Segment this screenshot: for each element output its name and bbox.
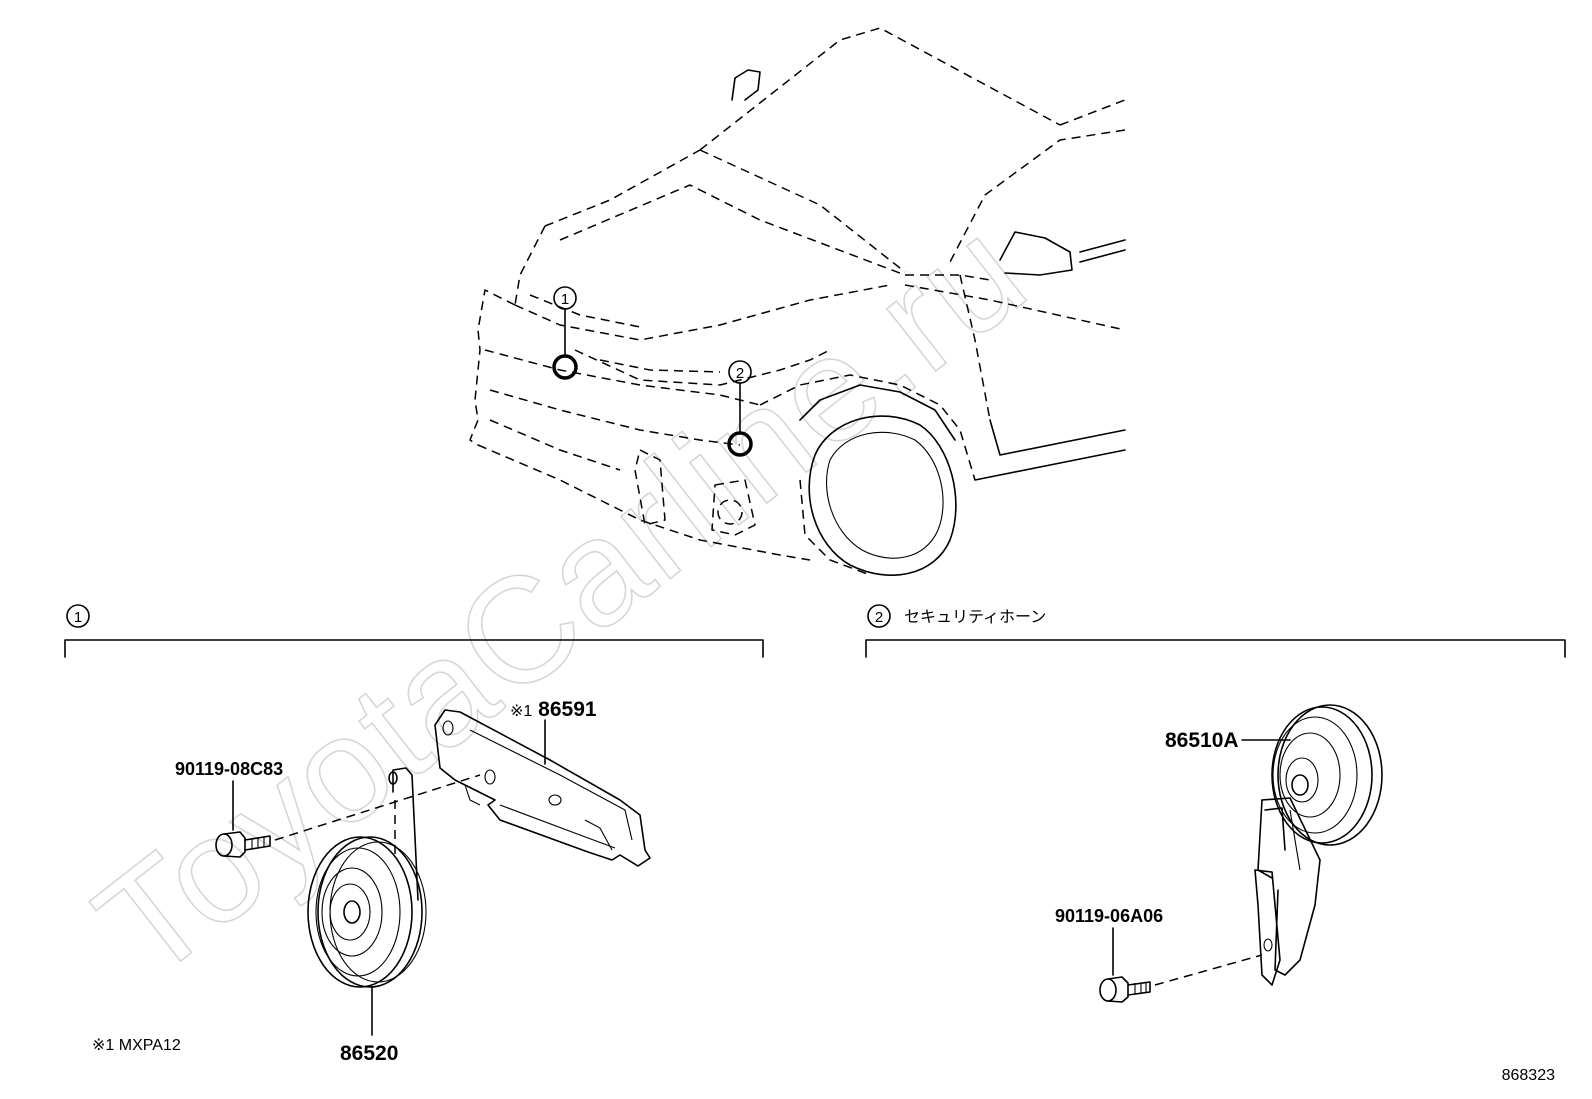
section-1-header: 1 [64, 604, 764, 658]
section-1-number: 1 [74, 609, 82, 626]
car-outline [469, 27, 1126, 576]
watermark-text: ToyotaCarline.ru [66, 186, 1055, 1011]
callout-2-number: 2 [736, 365, 744, 382]
bolt-right-label: 90119-06A06 [1055, 906, 1163, 926]
bolt-left-dashline [274, 774, 481, 841]
section-2-number: 2 [875, 609, 883, 626]
section-2-title: セキュリティホーン [904, 609, 1046, 626]
bracket-86591-drawing [434, 709, 651, 867]
callout-1-number: 1 [561, 291, 569, 308]
horn-86520-label: 86520 [340, 1042, 398, 1065]
callout-1-marker: 1 [552, 286, 578, 380]
horn-86510A-drawing [1254, 704, 1383, 986]
footnote-mark: ※1 [92, 1037, 114, 1054]
bracket-86591-number: 86591 [538, 698, 597, 721]
bolt-right-drawing [1099, 976, 1151, 1003]
footnote: ※1 MXPA12 [92, 1037, 181, 1054]
bolt-right-dashline [1154, 954, 1263, 986]
bracket-86591-label: ※1 86591 [510, 698, 597, 721]
horn-86520-drawing [307, 767, 427, 988]
figure-id: 868323 [1502, 1067, 1555, 1084]
bolt-left-label: 90119-08C83 [175, 759, 283, 779]
footnote-text: MXPA12 [119, 1037, 181, 1054]
section-2-header: 2 セキュリティホーン [865, 604, 1566, 658]
horn-86510A-label: 86510A [1165, 729, 1239, 752]
bracket-86591-prefix: ※1 [510, 703, 532, 720]
bolt-left-drawing [215, 831, 271, 858]
callout-2-marker: 2 [727, 360, 753, 457]
